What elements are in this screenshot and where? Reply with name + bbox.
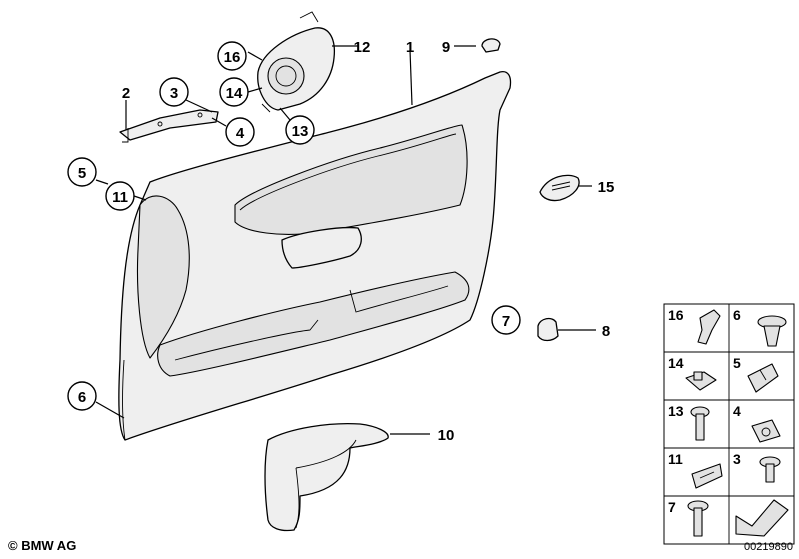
callout-3: 3	[170, 85, 178, 102]
callout-circle-14	[219, 77, 249, 107]
plug-cap[interactable]	[481, 38, 501, 53]
mounting-bracket[interactable]	[119, 109, 219, 143]
legend-label-3: 3	[733, 451, 741, 467]
callout-7: 7	[502, 313, 510, 330]
callout-circle-3	[159, 77, 189, 107]
callout-circle-13	[285, 115, 315, 145]
callout-15: 15	[598, 179, 615, 196]
callout-16: 16	[224, 49, 241, 66]
loudspeaker[interactable]	[257, 11, 336, 113]
legend-label-6: 6	[733, 307, 741, 323]
legend-label-13: 13	[668, 403, 684, 419]
callout-14: 14	[226, 85, 243, 102]
callout-12: 12	[354, 39, 371, 56]
legend-label-5: 5	[733, 355, 741, 371]
callout-circle-4	[225, 117, 255, 147]
legend-label-14: 14	[668, 355, 684, 371]
callout-6: 6	[78, 389, 86, 406]
legend-label-7: 7	[668, 499, 676, 515]
callout-circle-16	[217, 41, 247, 71]
callout-8: 8	[602, 323, 610, 340]
legend-label-11: 11	[668, 451, 683, 467]
callout-circle-5	[67, 157, 97, 187]
diagram-number: 00219890	[744, 541, 793, 553]
cover-cap[interactable]	[537, 317, 559, 342]
callout-4: 4	[236, 125, 245, 142]
callout-2: 2	[122, 85, 130, 102]
interior-light[interactable]	[539, 174, 580, 202]
arrow-icon	[735, 499, 789, 537]
callout-10: 10	[438, 427, 455, 444]
callout-1: 1	[406, 39, 414, 56]
armrest-trim[interactable]	[264, 422, 389, 532]
callout-9: 9	[442, 39, 450, 56]
legend-label-4: 4	[733, 403, 741, 419]
callout-13: 13	[292, 123, 309, 140]
copyright-label: © BMW AG	[8, 538, 77, 553]
callout-circle-11	[105, 181, 135, 211]
door-trim-panel[interactable]	[118, 70, 512, 441]
fastener-legend: 16 6 14 5 13 4 11 3 7	[663, 303, 795, 545]
callout-circle-6	[67, 381, 97, 411]
legend-label-16: 16	[668, 307, 684, 323]
callout-5: 5	[78, 165, 86, 182]
callout-circle-7	[491, 305, 521, 335]
callout-11: 11	[112, 189, 128, 206]
